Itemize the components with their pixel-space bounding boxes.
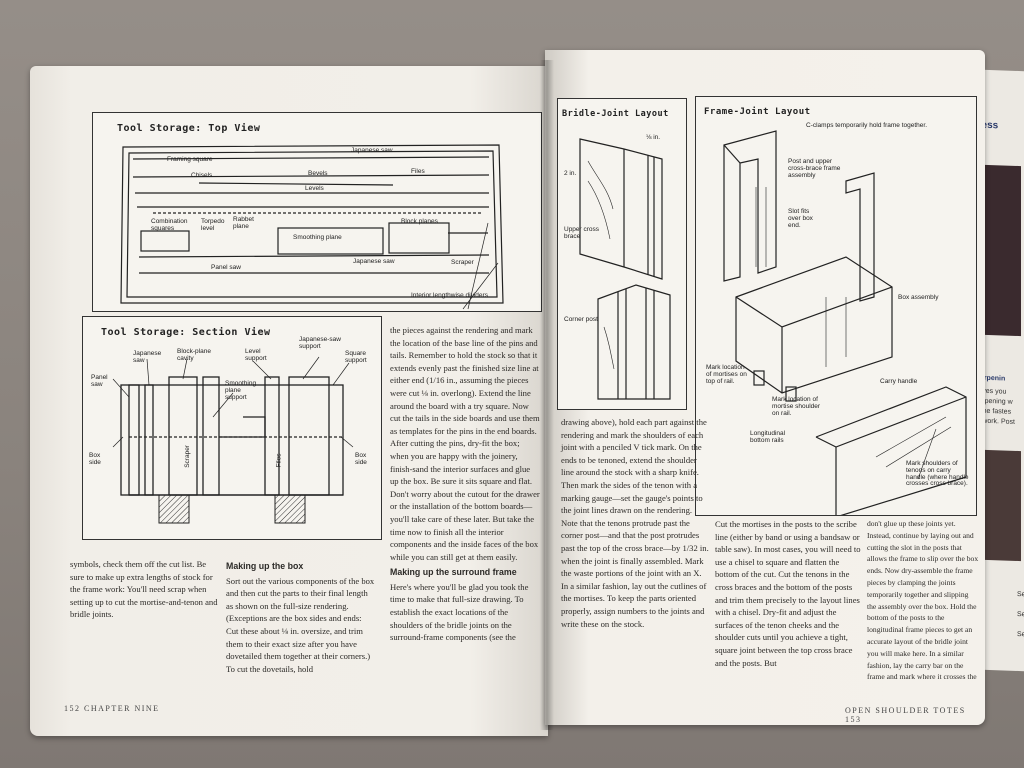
far-text-se2: Se <box>1017 610 1024 619</box>
lbl-smoothing-plane-support: Smoothing plane support <box>225 380 257 401</box>
right-col2-paragraph: Cut the mortises in the posts to the scr… <box>715 519 861 668</box>
lbl-chisels: Chisels <box>191 172 213 179</box>
right-page: Bridle-Joint Layout ⅛ in. 2 in. Upper cr… <box>545 50 985 725</box>
section-view-title: Tool Storage: Section View <box>101 327 271 338</box>
lbl-japanese-saw-top: Japanese saw <box>351 147 393 154</box>
lbl-eighth-inch: ⅛ in. <box>646 134 661 141</box>
lbl-two-inch: 2 in. <box>564 170 577 177</box>
section-view-panel: Tool Storage: Section View <box>82 316 382 540</box>
bridle-joint-title: Bridle-Joint Layout <box>562 109 669 119</box>
lbl-level-support: Level support <box>245 348 267 362</box>
heading-surround-frame: Making up the surround frame <box>390 567 517 578</box>
left-col2-paragraph: Sort out the various components of the b… <box>226 575 375 674</box>
lbl-block-planes: Block planes <box>401 218 438 225</box>
left-col1-text: symbols, check them off the cut list. Be… <box>70 558 220 624</box>
lbl-mark-shoulders-tenons: Mark shoulders of tenons on carry handle… <box>906 460 969 488</box>
lbl-c-clamps: C-clamps temporarily hold frame together… <box>806 122 928 129</box>
bridle-joint-drawing <box>579 138 671 400</box>
right-col1-paragraph: drawing above), hold each part against t… <box>561 417 709 629</box>
lbl-japanese-saw-section: Japanese saw <box>133 350 162 364</box>
left-col2-text: Making up the box Sort out the various c… <box>226 558 376 678</box>
lbl-longitudinal-rails: Longitudinal bottom rails <box>750 430 786 444</box>
far-text-se3: Se <box>1017 630 1024 639</box>
lbl-mark-mortise-shoulder: Mark location of mortise shoulder on rai… <box>772 396 821 417</box>
right-col2-text: Cut the mortises in the posts to the scr… <box>715 518 863 672</box>
top-view-drawing <box>120 144 504 310</box>
right-page-footer: OPEN SHOULDER TOTES 153 <box>845 706 966 724</box>
lbl-japanese-saw-support: Japanese-saw support <box>299 336 341 350</box>
lbl-block-plane-cavity: Block-plane cavity <box>177 348 211 362</box>
lbl-box-assembly: Box assembly <box>898 294 939 301</box>
lbl-upper-cross-brace: Upper cross brace <box>564 226 600 240</box>
lbl-bevels: Bevels <box>308 170 328 177</box>
book-gutter-shadow <box>540 60 554 730</box>
lbl-levels: Levels <box>305 185 324 192</box>
left-col3-text: the pieces against the rendering and mar… <box>390 324 540 647</box>
lbl-combination-squares: Combination squares <box>151 218 188 232</box>
lbl-torpedo-level: Torpedo level <box>201 218 225 232</box>
lbl-japanese-saw-bottom: Japanese saw <box>353 258 395 265</box>
lbl-rabbet-plane: Rabbet plane <box>233 216 254 230</box>
lbl-framing-square: Framing square <box>167 156 213 163</box>
section-view-drawing <box>112 356 354 524</box>
lbl-box-side-left: Box side <box>89 452 101 466</box>
lbl-slot-fits: Slot fits over box end. <box>788 208 813 229</box>
top-view-title: Tool Storage: Top View <box>117 123 261 134</box>
lbl-smoothing-plane-top: Smoothing plane <box>293 234 342 241</box>
lbl-corner-post: Corner post <box>564 316 598 323</box>
lbl-panel-saw-section: Panel saw <box>91 374 108 388</box>
right-col1-text: drawing above), hold each part against t… <box>561 416 709 633</box>
lbl-panel-saw-top: Panel saw <box>211 264 241 271</box>
left-page-footer: 152 CHAPTER NINE <box>64 704 160 713</box>
lbl-scraper-top: Scraper <box>451 259 474 266</box>
lbl-scraper-section: Scraper <box>183 445 191 468</box>
top-view-panel: Tool Storage: Top View <box>92 112 542 312</box>
lbl-interior-dividers: Interior lengthwise dividers <box>411 292 488 299</box>
lbl-post-cross-brace-assembly: Post and upper cross-brace frame assembl… <box>788 158 841 179</box>
lbl-box-side-right: Box side <box>355 452 367 466</box>
lbl-square-support: Square support <box>345 350 367 364</box>
right-col3-text: don't glue up these joints yet. Instead,… <box>867 518 979 686</box>
left-col3-paragraph2: Here's where you'll be glad you took the… <box>390 581 529 643</box>
lbl-files-section: Files <box>275 453 283 468</box>
frame-joint-panel: Frame-Joint Layout <box>695 96 977 516</box>
heading-making-up-box: Making up the box <box>226 561 304 571</box>
right-col3-paragraph: don't glue up these joints yet. Instead,… <box>867 519 979 682</box>
far-photo-1 <box>981 164 1021 337</box>
lbl-files: Files <box>411 168 425 175</box>
lbl-carry-handle: Carry handle <box>880 378 918 385</box>
left-page: Tool Storage: Top View <box>30 66 548 736</box>
left-col3-paragraph: the pieces against the rendering and mar… <box>390 325 540 562</box>
bridle-joint-panel: Bridle-Joint Layout ⅛ in. 2 in. Upper cr… <box>557 98 687 410</box>
lbl-mark-mortises: Mark location of mortises on top of rail… <box>706 364 747 385</box>
frame-joint-title: Frame-Joint Layout <box>704 107 811 117</box>
frame-joint-drawing <box>723 130 967 515</box>
left-col1-paragraph: symbols, check them off the cut list. Be… <box>70 559 218 620</box>
far-text-se1: Se <box>1017 590 1024 599</box>
